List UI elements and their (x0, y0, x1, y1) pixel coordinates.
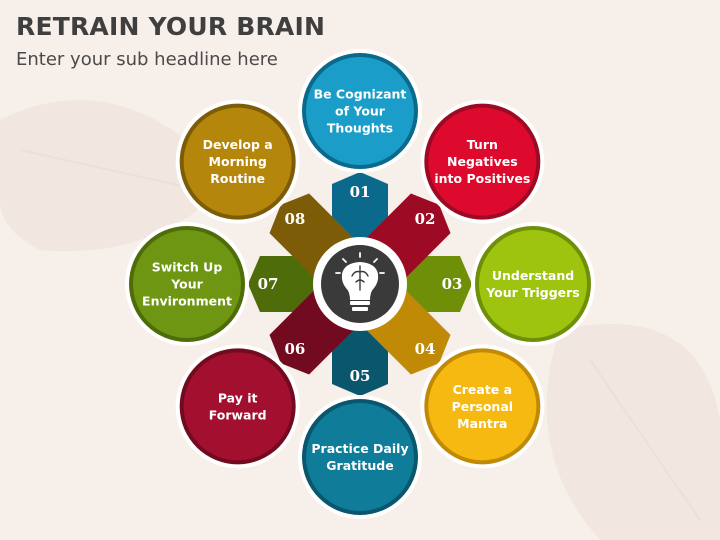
step-label-01-line-2: of Your (335, 104, 386, 119)
step-label-07-line-1: Switch Up (152, 260, 223, 275)
step-label-02-line-2: Negatives (447, 154, 518, 169)
step-label-04-line-3: Mantra (457, 416, 507, 431)
step-label-01-line-3: Thoughts (327, 121, 393, 136)
step-label-08-line-3: Routine (210, 171, 265, 186)
brain-lightbulb-icon (335, 252, 385, 311)
step-label-01-line-1: Be Cognizant (314, 87, 407, 102)
step-label-04-line-1: Create a (453, 382, 513, 397)
page-title: RETRAIN YOUR BRAIN (16, 12, 326, 41)
step-label-08-line-2: Morning (209, 154, 267, 169)
step-label-05-line-1: Practice Daily (311, 441, 408, 456)
step-label-06-line-2: Forward (209, 407, 267, 422)
step-label-04-line-2: Personal (452, 399, 513, 414)
step-label-07-line-3: Environment (142, 294, 232, 309)
step-number-05: 05 (350, 367, 371, 385)
step-label-03-line-1: Understand (492, 268, 574, 283)
step-number-02: 02 (415, 210, 436, 228)
step-number-03: 03 (442, 275, 463, 293)
page-subtitle: Enter your sub headline here (16, 49, 278, 70)
step-label-05-line-2: Gratitude (326, 458, 393, 473)
step-number-08: 08 (285, 210, 306, 228)
step-number-04: 04 (415, 340, 436, 358)
center-hub (313, 237, 407, 331)
step-number-01: 01 (350, 183, 371, 201)
step-label-06-line-1: Pay it (218, 390, 258, 405)
step-circle-06: Pay it Forward (175, 344, 300, 469)
step-label-08-line-1: Develop a (203, 137, 273, 152)
step-label-03-line-2: Your Triggers (485, 285, 580, 300)
step-label-07-line-2: Your (170, 277, 203, 292)
step-label-02-line-3: into Positives (434, 171, 530, 186)
step-label-02-line-1: Turn (467, 137, 498, 152)
step-number-06: 06 (285, 340, 306, 358)
step-number-07: 07 (258, 275, 279, 293)
